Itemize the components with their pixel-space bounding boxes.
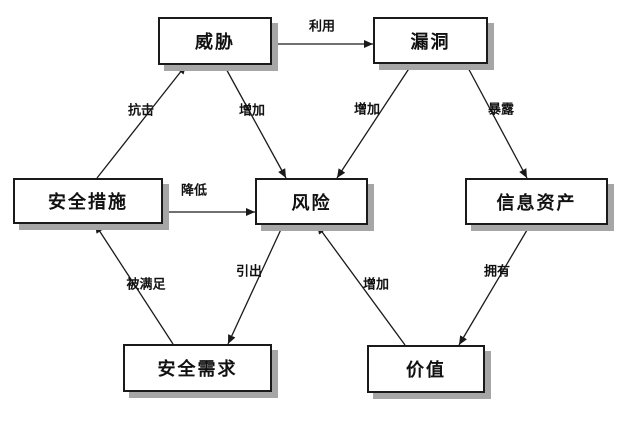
edge-label-satisfied: 被满足: [126, 277, 166, 293]
edge-label-own: 拥有: [483, 264, 511, 280]
node-vulnerability: 漏洞: [373, 17, 488, 64]
node-info-assets: 信息资产: [465, 178, 608, 225]
edge-arrow-increase-1: [223, 64, 287, 179]
edge-label-increase-1: 增加: [238, 103, 266, 119]
edge-label-reduce: 降低: [180, 183, 208, 199]
edge-arrow-increase-2: [336, 63, 413, 179]
edge-label-resist: 抗击: [127, 103, 155, 119]
edge-arrow-increase-3: [316, 224, 406, 346]
edge-label-increase-2: 增加: [353, 102, 381, 118]
edge-label-increase-3: 增加: [362, 277, 390, 293]
node-risk: 风险: [255, 178, 368, 225]
edge-label-lead-to: 引出: [235, 264, 263, 280]
edge-arrow-own: [458, 224, 531, 346]
node-security-measures: 安全措施: [13, 178, 163, 224]
node-security-requirements: 安全需求: [123, 344, 272, 392]
node-value: 价值: [367, 345, 485, 393]
edge-arrow-resist: [96, 64, 187, 179]
edge-arrow-expose: [465, 63, 528, 179]
edge-label-expose: 暴露: [487, 102, 515, 118]
node-threat: 威胁: [158, 17, 272, 65]
edge-label-exploit: 利用: [308, 19, 336, 35]
edge-arrow-lead-to: [227, 224, 284, 345]
